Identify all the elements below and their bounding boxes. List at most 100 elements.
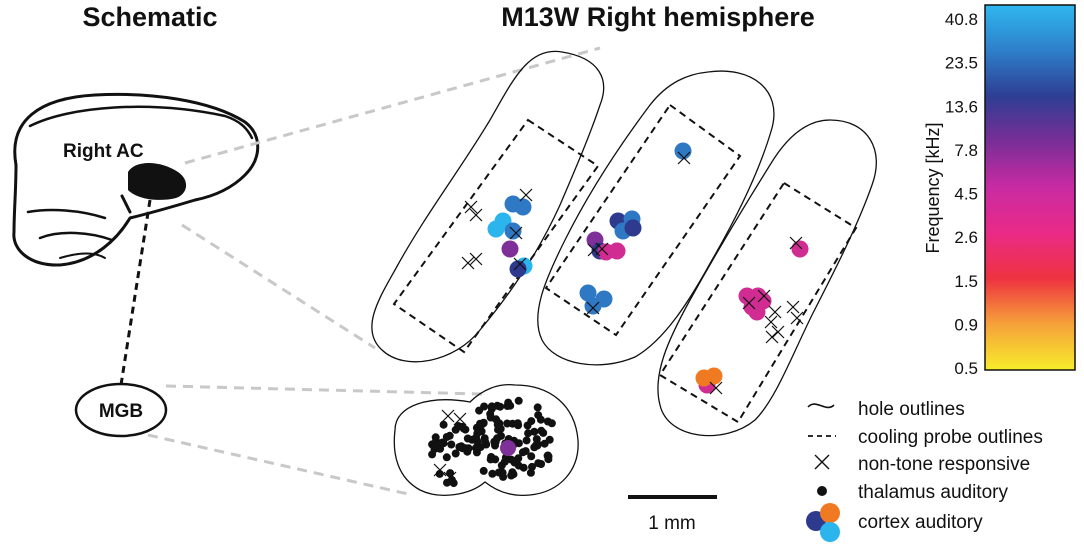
colorbar-tick-label: 0.9: [954, 315, 978, 334]
non-tone-marker: [453, 412, 467, 426]
non-tone-sites: [433, 151, 804, 485]
brain-schematic: [12, 92, 260, 267]
thalamus-site-marker: [513, 419, 522, 428]
thalamus-site-marker: [514, 439, 523, 448]
thalamus-site-marker: [527, 452, 536, 461]
legend-cortex-swatch: [806, 503, 840, 542]
thalamus-site-marker: [442, 453, 451, 462]
non-tone-marker: [519, 188, 533, 202]
thalamus-site-marker: [533, 439, 542, 448]
thalamus-site-marker: [475, 406, 484, 415]
thalamus-site-marker: [447, 440, 456, 449]
cortex-site-marker: [487, 220, 505, 238]
cortex-site-marker: [509, 260, 527, 278]
colorbar-tick-label: 13.6: [945, 97, 978, 116]
hole-outline-1: [371, 50, 605, 363]
colorbar-axis-title: Frequency [kHz]: [923, 122, 943, 253]
thalamus-site-marker: [530, 427, 539, 436]
cortex-site-marker: [624, 219, 642, 237]
thalamus-site-marker: [540, 439, 549, 448]
colorbar-tick-label: 4.5: [954, 185, 978, 204]
thalamus-site-marker: [455, 443, 464, 451]
non-tone-marker: [587, 243, 601, 257]
thalamus-site-marker: [537, 460, 546, 468]
zoom-guide-mgb-bottom: [147, 433, 409, 496]
thalamus-site-marker: [449, 479, 458, 488]
thalamus-site-marker: [534, 411, 543, 420]
thalamus-site-marker: [543, 451, 552, 460]
thalamus-site-marker: [443, 478, 451, 487]
legend-non-tone-label: non-tone responsive: [858, 454, 1030, 475]
legend-hole-label: hole outlines: [858, 399, 965, 420]
non-tone-marker: [441, 409, 455, 423]
non-tone-marker: [764, 315, 778, 329]
non-tone-marker: [677, 151, 691, 165]
colorbar-tick-label: 23.5: [945, 54, 978, 73]
thalamus-site-marker: [514, 396, 523, 405]
brain-outline: [12, 92, 260, 267]
thalamus-site-marker: [479, 419, 488, 428]
cortex-site-marker: [608, 242, 626, 260]
zoom-guide-ac-top: [184, 46, 601, 165]
non-tone-marker: [765, 330, 779, 344]
thalamus-site-marker: [508, 468, 517, 477]
thalamus-site-marker: [431, 433, 440, 442]
hole-outlines: [371, 50, 877, 496]
legend-thalamus-label: thalamus auditory: [858, 482, 1008, 503]
non-tone-marker: [469, 252, 483, 266]
non-tone-marker: [513, 257, 527, 271]
non-tone-marker: [709, 381, 723, 395]
legend-probe-label: cooling probe outlines: [858, 427, 1043, 448]
thalamus-site-marker: [522, 436, 531, 445]
legend-cortex-label: cortex auditory: [858, 512, 983, 533]
cortex-site-marker: [791, 240, 809, 258]
colorbar-tick-label: 1.5: [954, 272, 978, 291]
cortex-site-marker: [579, 284, 597, 302]
thalamus-site-marker: [514, 454, 523, 463]
cortex-site-marker: [504, 222, 522, 240]
colorbar-ticks: 40.823.513.67.84.52.61.50.90.5: [945, 10, 978, 378]
thalamus-site-marker: [464, 444, 473, 453]
non-tone-marker: [464, 200, 478, 214]
mgb-node: [74, 382, 168, 438]
thalamus-site-marker: [479, 466, 488, 475]
brain-fissure-1: [26, 208, 107, 220]
probe-outline-2: [544, 103, 742, 337]
non-tone-marker: [790, 311, 804, 325]
non-tone-marker: [586, 301, 600, 315]
thalamus-site-marker: [507, 455, 516, 464]
brain-small-tick: [120, 194, 132, 214]
thalamus-site-marker: [524, 429, 533, 438]
thalamus-site-marker: [519, 463, 528, 472]
thalamus-site-marker: [486, 413, 495, 422]
thalamus-site-marker: [476, 443, 485, 452]
thalamus-site-marker: [504, 398, 513, 407]
non-tone-marker: [771, 325, 785, 339]
thalamus-site-marker: [491, 438, 500, 446]
cortex-site-marker: [584, 297, 602, 315]
thalamus-site-marker: [486, 455, 495, 464]
cortex-sites: [487, 142, 809, 394]
non-tone-marker: [433, 463, 447, 477]
non-tone-marker: [789, 236, 803, 250]
legend: hole outlines cooling probe outlines non…: [806, 399, 1043, 542]
zoom-guides: [147, 46, 601, 496]
non-tone-marker: [509, 226, 523, 240]
thalamus-site-marker: [527, 417, 536, 426]
non-tone-marker: [443, 471, 457, 485]
non-tone-marker: [742, 296, 756, 310]
colorbar-tick-label: 2.6: [954, 228, 978, 247]
non-tone-marker: [786, 300, 800, 314]
thalamus-site-marker: [438, 438, 447, 447]
thalamus-site-marker: [481, 437, 490, 446]
thalamus-site-marker: [499, 472, 508, 481]
hole-outline-2: [537, 70, 775, 366]
thalamus-site-marker: [543, 417, 552, 426]
cortex-site-marker: [514, 198, 532, 216]
thalamus-site-marker: [428, 450, 437, 459]
legend-hole-swatch: [807, 403, 835, 409]
colorbar-tick-label: 40.8: [945, 10, 978, 29]
thalamus-sites: [428, 396, 556, 488]
thalamus-tone-site-marker: [500, 440, 516, 456]
